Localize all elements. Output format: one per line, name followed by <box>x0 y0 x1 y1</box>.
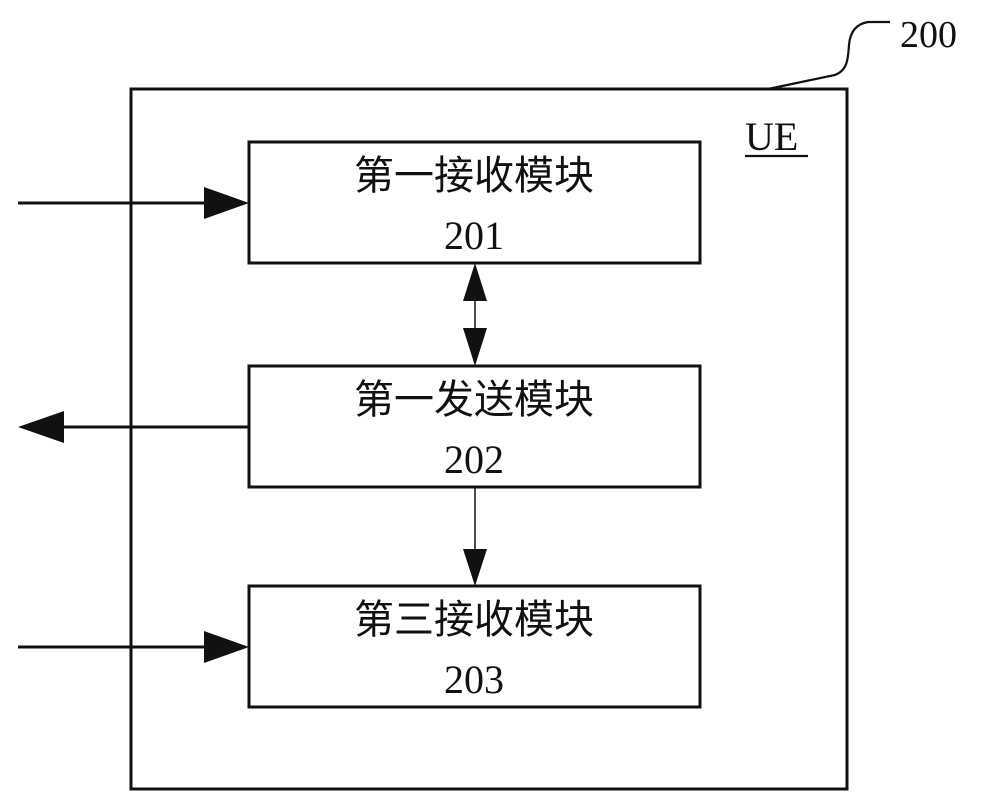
module-name-201: 第一接收模块 <box>354 153 594 199</box>
input-arrow-203 <box>18 631 249 663</box>
bidirectional-arrow-201-202 <box>463 263 487 366</box>
input-arrow-201 <box>18 187 249 219</box>
reference-number-label: 200 <box>900 14 957 56</box>
module-name-203: 第三接收模块 <box>354 597 594 643</box>
module-number-201: 201 <box>444 213 504 258</box>
module-number-202: 202 <box>444 437 504 482</box>
ue-label: UE <box>745 114 798 159</box>
module-box-203 <box>247 584 702 709</box>
ue-container <box>129 87 849 791</box>
output-arrow-202 <box>18 411 249 443</box>
module-number-203: 203 <box>444 657 504 702</box>
module-name-202: 第一发送模块 <box>354 377 594 423</box>
module-box-201 <box>247 140 702 265</box>
reference-leader-line <box>767 20 890 91</box>
arrow-202-to-203 <box>463 487 487 586</box>
